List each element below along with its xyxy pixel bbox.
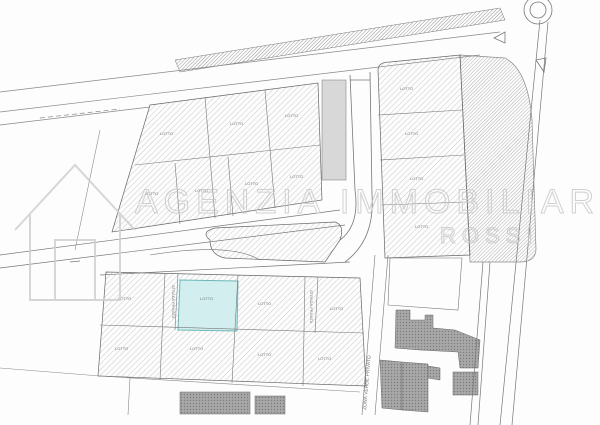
east-road	[469, 19, 549, 425]
lot-label: LOTTO	[145, 191, 158, 196]
parking-strip	[321, 79, 347, 181]
neighbour-plot	[387, 257, 463, 311]
lot-label: LOTTO	[245, 181, 258, 186]
agency-watermark: AGENZIA IMMOBILIARE ROSSI	[14, 163, 600, 301]
green-zone	[361, 254, 389, 416]
watermark-line2: ROSSI	[440, 223, 538, 248]
top-green-strip	[174, 7, 506, 73]
lot-label: LOTTO	[330, 306, 343, 311]
lot-label: LOTTO	[285, 113, 298, 118]
road-curb	[149, 249, 261, 261]
watermark-line1: AGENZIA IMMOBILIARE	[135, 183, 600, 221]
lot-label: LOTTO	[258, 301, 271, 306]
lot-label: LOTTO	[195, 188, 208, 193]
lot-label: LOTTO	[318, 356, 331, 361]
private-road-label: STRADA PRIVATA	[309, 290, 314, 324]
lot-label: LOTTO	[160, 131, 173, 136]
right-hatched-area	[459, 54, 537, 263]
traffic-island	[205, 221, 342, 263]
upper-lots-block: LOTTO LOTTO LOTTO LOTTO LOTTO LOTTO LOTT…	[111, 82, 323, 233]
lot-label: LOTTO	[415, 224, 428, 229]
lot-label: LOTTO	[405, 131, 418, 136]
private-road-label: STRADA PRIVATA	[171, 285, 176, 319]
lot-label: LOTTO	[200, 296, 213, 301]
roundabout	[493, 0, 553, 74]
access-road	[339, 71, 373, 263]
highlighted-lot[interactable]	[177, 279, 239, 332]
lot-label: LOTTO	[400, 86, 413, 91]
left-boundaries	[0, 129, 361, 416]
green-zone-label: ZONA VERDE PRIVATO	[362, 355, 373, 410]
lot-label: LOTTO	[258, 352, 271, 357]
lot-label: LOTTO	[115, 346, 128, 351]
lower-lots-block: LOTTO LOTTO LOTTO LOTTO LOTTO LOTTO LOTT…	[97, 271, 367, 387]
lot-label: LOTTO	[118, 296, 131, 301]
buildings	[179, 309, 481, 415]
right-lots-block: LOTTO LOTTO LOTTO LOTTO	[377, 54, 471, 259]
house-logo-icon	[14, 163, 136, 301]
lot-label: LOTTO	[290, 174, 303, 179]
lot-label: LOTTO	[230, 121, 243, 126]
lot-label: LOTTO	[190, 346, 203, 351]
lot-label: LOTTO	[410, 176, 423, 181]
